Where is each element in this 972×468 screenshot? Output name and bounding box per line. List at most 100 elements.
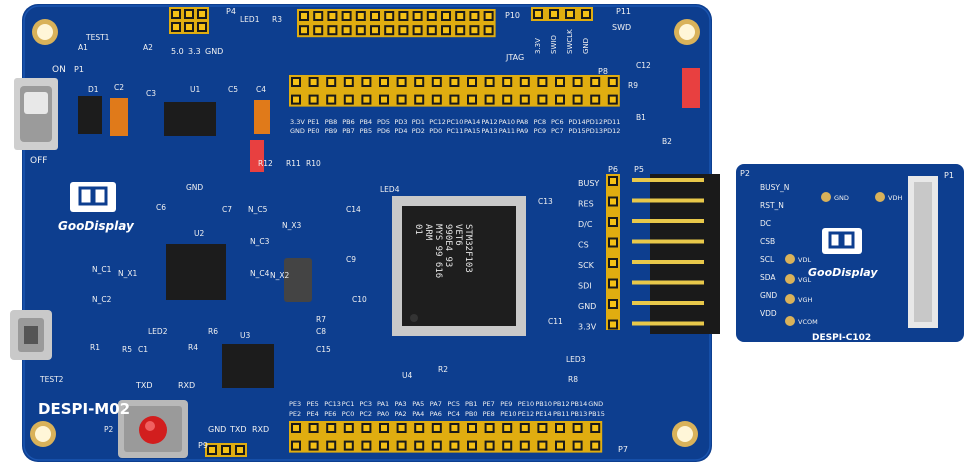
header-p10-pin[interactable] xyxy=(301,27,307,34)
header-p8-pin[interactable] xyxy=(504,96,511,103)
header-p8-pin[interactable] xyxy=(310,96,317,103)
header-p11-pin[interactable] xyxy=(567,11,573,17)
header-p8-pin[interactable] xyxy=(521,96,528,103)
header-p8-pin[interactable] xyxy=(469,79,475,85)
header-p7-pin[interactable] xyxy=(433,442,440,449)
header-p8-pin[interactable] xyxy=(293,79,299,85)
header-p8-pin[interactable] xyxy=(398,96,405,103)
header-p7-pin[interactable] xyxy=(504,442,511,449)
header-p4-pin[interactable] xyxy=(199,24,205,30)
header-p8-pin[interactable] xyxy=(539,96,546,103)
header-p8-pin[interactable] xyxy=(557,79,563,85)
header-p7-pin[interactable] xyxy=(328,425,335,431)
header-p10-pin[interactable] xyxy=(357,27,364,34)
header-p8-pin[interactable] xyxy=(521,79,528,85)
header-p7-pin[interactable] xyxy=(574,442,581,449)
header-p7-pin[interactable] xyxy=(451,425,458,431)
header-p7-pin[interactable] xyxy=(451,442,458,449)
header-p7-pin[interactable] xyxy=(381,425,387,431)
header-p7-pin[interactable] xyxy=(363,442,370,449)
header-p11-pin[interactable] xyxy=(583,11,589,17)
header-p8-pin[interactable] xyxy=(486,96,493,103)
jumper-red-1[interactable] xyxy=(250,140,264,172)
header-p9-pin[interactable] xyxy=(237,447,243,453)
header-p8-pin[interactable] xyxy=(469,96,475,103)
header-p10-pin[interactable] xyxy=(457,27,464,34)
header-p8-pin[interactable] xyxy=(451,96,458,103)
header-p7-pin[interactable] xyxy=(345,425,352,431)
header-p10-pin[interactable] xyxy=(343,27,350,34)
header-p8-pin[interactable] xyxy=(363,79,370,85)
header-p6-pin[interactable] xyxy=(610,178,616,184)
header-p4-pin[interactable] xyxy=(186,11,192,17)
header-p7-pin[interactable] xyxy=(486,442,493,449)
header-p8-pin[interactable] xyxy=(592,96,599,103)
adapter-fpc-connector[interactable] xyxy=(908,176,938,328)
header-p8-pin[interactable] xyxy=(345,79,352,85)
header-p8-pin[interactable] xyxy=(574,79,581,85)
header-p8-pin[interactable] xyxy=(433,96,440,103)
header-p7-pin[interactable] xyxy=(469,442,475,449)
header-p11-pin[interactable] xyxy=(551,11,557,17)
header-p10-pin[interactable] xyxy=(315,27,322,34)
header-p10-pin[interactable] xyxy=(372,27,378,34)
reset-button[interactable] xyxy=(118,400,188,458)
header-p6-pin[interactable] xyxy=(610,219,616,225)
header-p10-pin[interactable] xyxy=(485,13,492,19)
header-p8-pin[interactable] xyxy=(574,96,581,103)
header-p6-pin[interactable] xyxy=(610,301,616,307)
header-p7-pin[interactable] xyxy=(557,442,563,449)
header-p10-pin[interactable] xyxy=(443,13,449,19)
header-p7-pin[interactable] xyxy=(293,425,299,431)
jumper-red-2[interactable] xyxy=(682,68,700,108)
header-p10-pin[interactable] xyxy=(414,13,421,19)
header-p10-pin[interactable] xyxy=(386,13,393,19)
header-p7-pin[interactable] xyxy=(416,425,423,431)
header-p4-pin[interactable] xyxy=(173,11,179,17)
header-p8-pin[interactable] xyxy=(609,96,616,103)
connector-p5[interactable] xyxy=(632,174,720,334)
header-p10-pin[interactable] xyxy=(471,27,478,34)
header-p4-pin[interactable] xyxy=(186,24,192,30)
header-p8-pin[interactable] xyxy=(328,96,335,103)
header-p8-pin[interactable] xyxy=(539,79,546,85)
header-p10-pin[interactable] xyxy=(443,27,449,34)
header-p7-pin[interactable] xyxy=(504,425,511,431)
header-p8-pin[interactable] xyxy=(609,79,616,85)
header-p7-pin[interactable] xyxy=(310,425,317,431)
header-p10-pin[interactable] xyxy=(471,13,478,19)
header-p7-pin[interactable] xyxy=(398,442,405,449)
header-p8-pin[interactable] xyxy=(381,96,387,103)
header-p8-pin[interactable] xyxy=(504,79,511,85)
header-p8-pin[interactable] xyxy=(381,79,387,85)
header-p4-pin[interactable] xyxy=(199,11,205,17)
header-p10-pin[interactable] xyxy=(329,13,336,19)
header-p8-pin[interactable] xyxy=(557,96,563,103)
header-p8-pin[interactable] xyxy=(451,79,458,85)
micro-usb-port[interactable] xyxy=(10,310,52,360)
header-p7-pin[interactable] xyxy=(469,425,475,431)
power-switch[interactable] xyxy=(14,78,58,150)
header-p7-pin[interactable] xyxy=(486,425,493,431)
header-p8-pin[interactable] xyxy=(363,96,370,103)
header-p10-pin[interactable] xyxy=(357,13,364,19)
header-p8-pin[interactable] xyxy=(293,96,299,103)
header-p10-pin[interactable] xyxy=(343,13,350,19)
header-p7-pin[interactable] xyxy=(398,425,405,431)
header-p6-pin[interactable] xyxy=(610,239,616,246)
header-p10-pin[interactable] xyxy=(329,27,336,34)
header-p7-pin[interactable] xyxy=(539,425,546,431)
header-p7-pin[interactable] xyxy=(592,425,599,431)
header-p10-pin[interactable] xyxy=(457,13,464,19)
header-p6-pin[interactable] xyxy=(610,260,616,266)
header-p10-pin[interactable] xyxy=(315,13,322,19)
header-p6-pin[interactable] xyxy=(610,280,616,287)
header-p7-pin[interactable] xyxy=(345,442,352,449)
header-p8-pin[interactable] xyxy=(345,96,352,103)
header-p8-pin[interactable] xyxy=(416,96,423,103)
header-p10-pin[interactable] xyxy=(386,27,393,34)
header-p8-pin[interactable] xyxy=(398,79,405,85)
header-p9-pin[interactable] xyxy=(209,447,215,453)
header-p7-pin[interactable] xyxy=(521,425,528,431)
header-p8-pin[interactable] xyxy=(486,79,493,85)
